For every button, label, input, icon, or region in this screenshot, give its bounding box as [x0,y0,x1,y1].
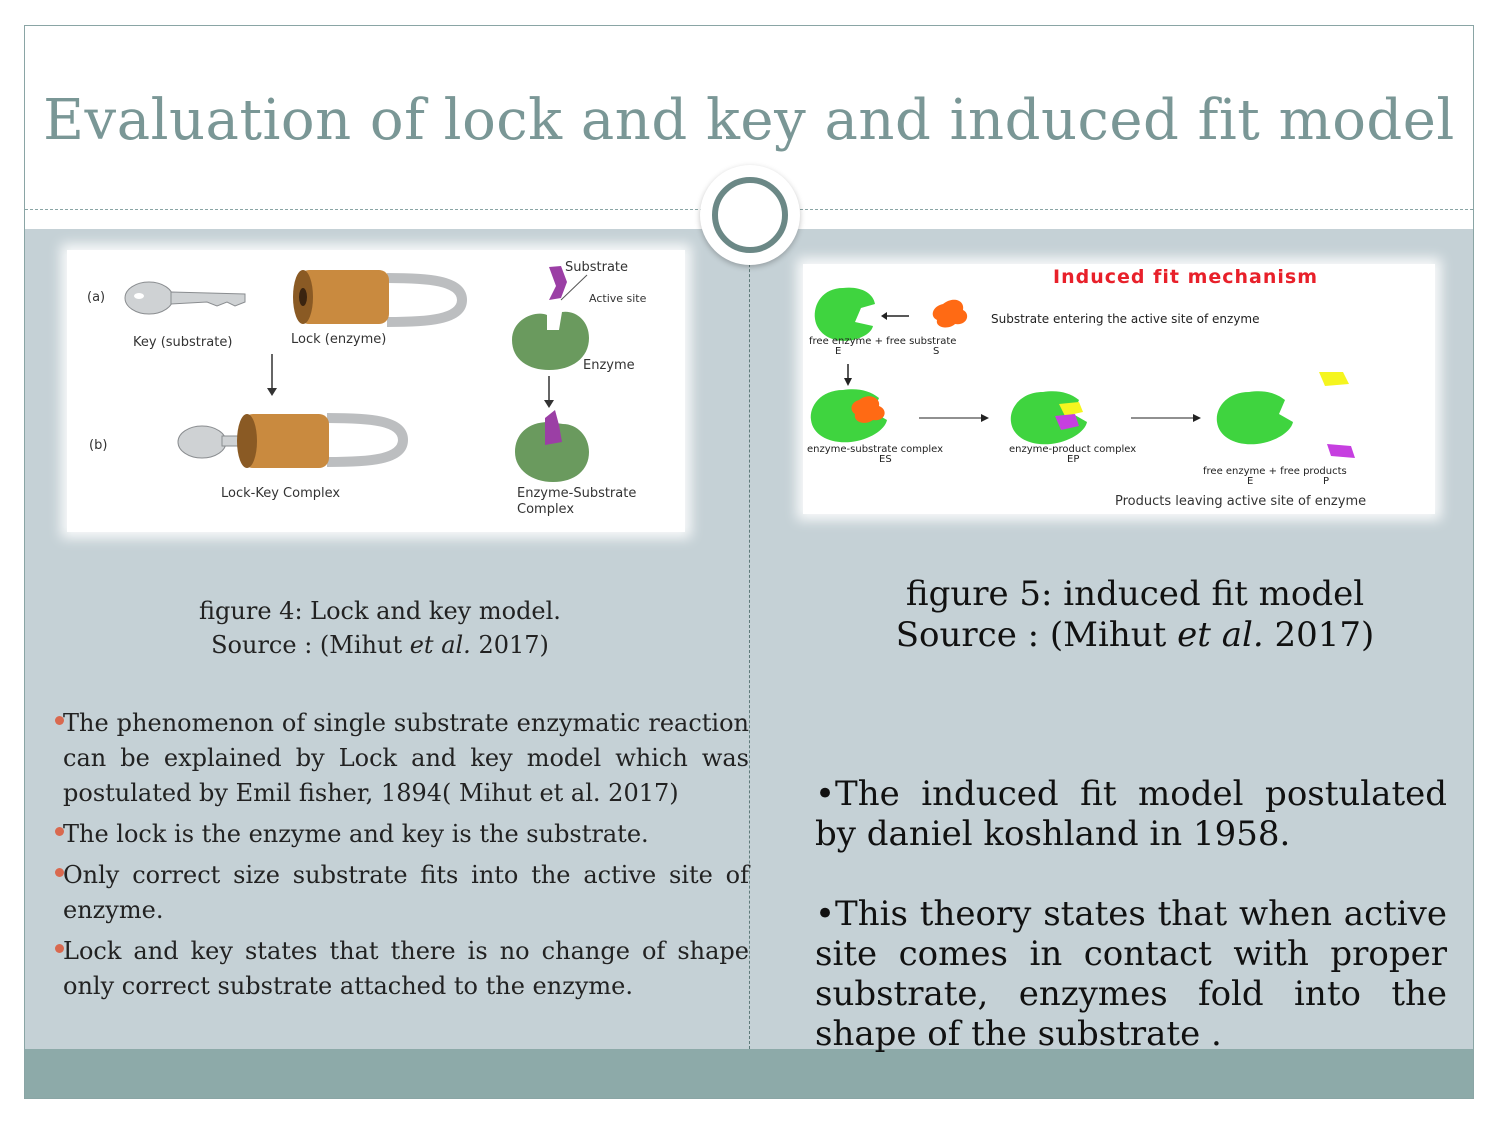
slide-title: Evaluation of lock and key and induced f… [43,88,1455,153]
list-item: The lock is the enzyme and key is the su… [55,817,749,852]
figure-4-caption-source: Source : (Mihut et al. 2017) [211,631,549,659]
free-products-label: free enzyme + free products [1203,466,1347,477]
active-site-label: Active site [589,292,647,305]
right-bullet-list: •The induced fit model postulated by dan… [815,774,1447,1094]
es-complex-label: enzyme-substrate complex [807,444,944,455]
label-b: (b) [89,438,108,453]
bullet-dot-icon [55,716,64,725]
figure-4-lock-and-key: (a) (b) Key (substrate) Lock (enzyme) Lo… [67,250,685,532]
enzyme-icon [512,266,589,370]
list-item: •The induced fit model postulated by dan… [815,774,1447,854]
substrate-label: Substrate [565,260,629,275]
es-complex-label-1: Enzyme-Substrate [517,486,637,501]
free-product-2-icon [1327,444,1355,458]
footer-bar [25,1049,1473,1098]
e2-label: E [1247,476,1254,487]
free-substrate-icon [932,299,968,328]
entering-text: Substrate entering the active site of en… [991,312,1260,326]
list-item: Lock and key states that there is no cha… [55,934,749,1004]
list-item: Only correct size substrate fits into th… [55,858,749,928]
e-label: E [835,346,842,357]
figure-5-caption-title: figure 5: induced fit model [905,574,1365,614]
bullet-dot-icon [55,944,64,953]
es-label: ES [879,454,892,465]
list-item: •This theory states that when active sit… [815,894,1447,1054]
list-item: The phenomenon of single substrate enzym… [55,706,749,811]
s-label: S [933,346,940,357]
bullet-dot-icon [55,868,64,877]
enzyme-substrate-complex-icon [515,410,589,482]
figure-4-caption: figure 4: Lock and key model. Source : (… [155,594,605,662]
ep-label: EP [1067,454,1080,465]
p-label: P [1323,476,1330,487]
complex-label: Lock-Key Complex [221,486,341,501]
es-complex-label-2: Complex [517,502,575,517]
lock-icon [293,270,468,327]
key-label: Key (substrate) [133,335,233,350]
leaving-text: Products leaving active site of enzyme [1115,494,1367,509]
figure-5-induced-fit: Induced fit mechanism Substrate entering… [803,264,1435,514]
figure-5-caption-source: Source : (Mihut et al. 2017) [895,615,1375,655]
free-enzyme-icon [814,287,875,341]
slide: Evaluation of lock and key and induced f… [24,25,1474,1099]
decorative-ring-icon [700,165,800,265]
figure-5-caption: figure 5: induced fit model Source : (Mi… [855,574,1415,656]
column-divider [749,229,750,1049]
lock-key-complex-icon [177,413,409,468]
bullet-dot-icon [55,827,64,836]
induced-fit-heading: Induced fit mechanism [1053,266,1319,288]
label-a: (a) [87,290,106,305]
ep-complex-label: enzyme-product complex [1009,444,1137,455]
induced-fit-diagram [810,287,1355,458]
free-enzyme-substrate-label: free enzyme + free substrate [809,336,957,347]
lock-key-diagram [124,266,589,482]
lock-label: Lock (enzyme) [291,332,387,347]
key-icon [124,281,246,315]
figure-4-caption-title: figure 4: Lock and key model. [199,597,561,625]
left-bullet-list: The phenomenon of single substrate enzym… [55,706,749,1010]
enzyme-label: Enzyme [583,358,635,373]
free-enzyme-2-icon [1216,391,1293,445]
free-product-1-icon [1319,372,1349,386]
